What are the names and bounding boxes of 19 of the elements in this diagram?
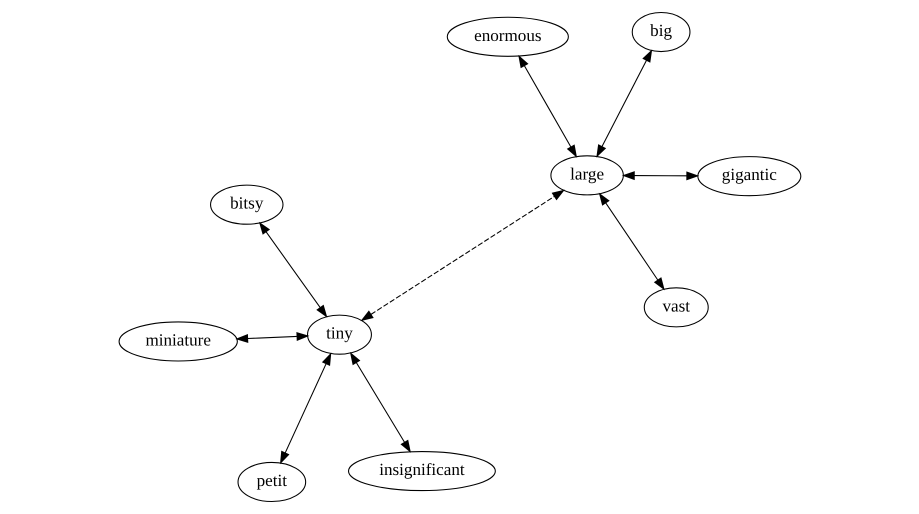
node-ellipse: bitsy [210, 184, 284, 225]
arrow [621, 171, 699, 180]
arrow [234, 332, 309, 343]
arrow [518, 54, 577, 158]
node-ellipse: tiny [306, 314, 372, 355]
arrow [349, 352, 410, 453]
node-ellipse: gigantic [696, 156, 801, 196]
node-ellipse: big [631, 12, 690, 52]
node-ellipse: miniature [118, 321, 238, 362]
arrow [360, 190, 564, 322]
node-ellipse: petit [236, 462, 306, 502]
arrow [596, 49, 652, 158]
arrow [258, 222, 327, 318]
arrow [280, 352, 331, 464]
node-ellipse: vast [643, 287, 708, 328]
node-ellipse: insignificant [347, 451, 496, 492]
node-ellipse: enormous [446, 16, 568, 57]
node-ellipse: large [550, 155, 624, 196]
arrow [598, 192, 664, 290]
